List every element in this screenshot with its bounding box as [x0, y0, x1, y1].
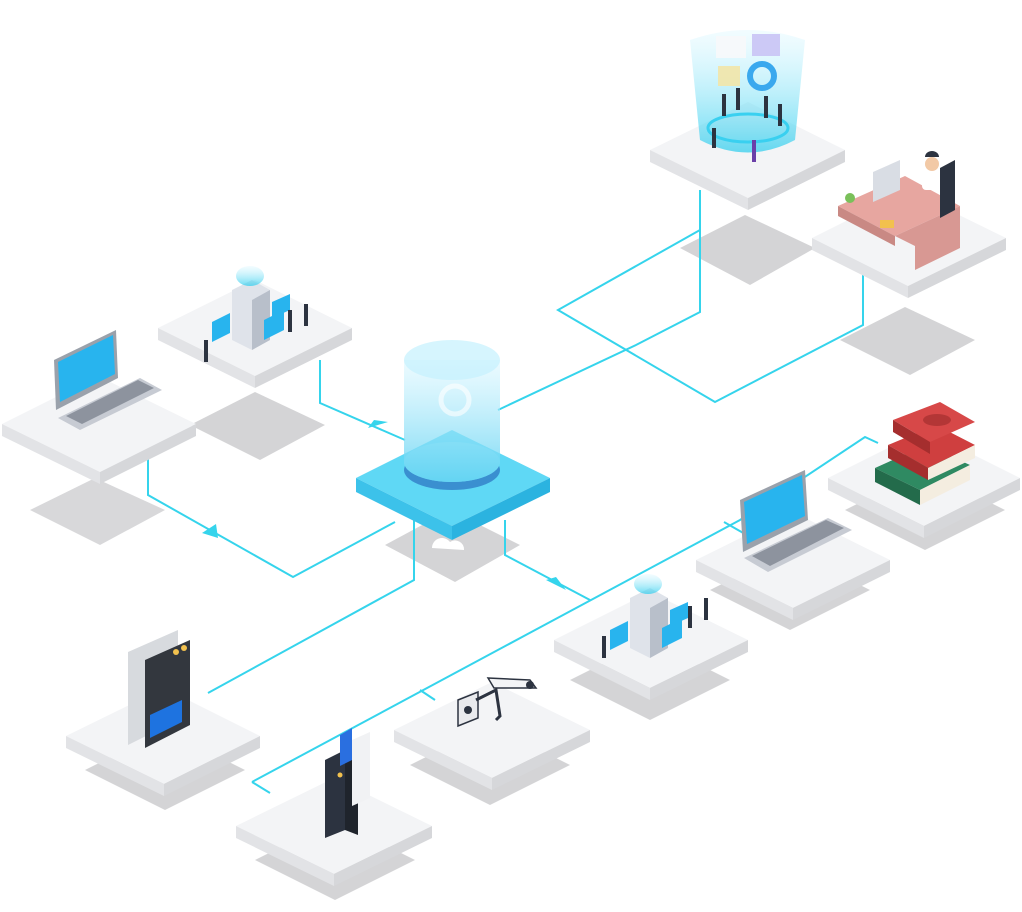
- analytics-hologram-icon: [690, 30, 805, 162]
- shadow-laptop-left: [30, 478, 165, 545]
- cloud-database-icon: [356, 340, 552, 550]
- link-camera-tick: [420, 690, 435, 700]
- tile-laptop-left: [2, 376, 196, 484]
- shadow-office: [840, 307, 975, 375]
- link-server-right: [505, 520, 590, 600]
- link-laptop-left: [148, 455, 395, 577]
- tile-camera: [394, 682, 590, 790]
- shadow-server-left: [190, 392, 325, 460]
- link-server-left: [320, 360, 405, 440]
- link-bus-tick: [252, 782, 270, 793]
- arrow-to-hub: [368, 420, 388, 428]
- link-dashboard: [498, 190, 700, 410]
